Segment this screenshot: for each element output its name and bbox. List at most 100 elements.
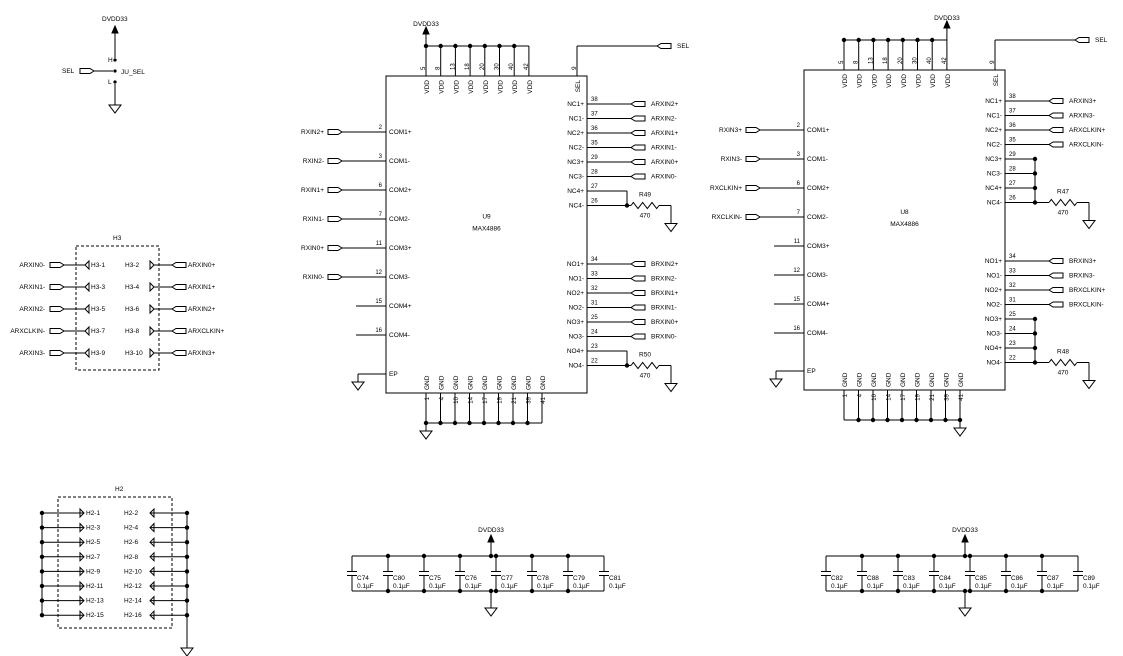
pin-number: 11 bbox=[794, 239, 801, 245]
offpage-connector-icon bbox=[630, 130, 646, 136]
pin-name: VDD bbox=[483, 80, 490, 94]
net-label: RXIN3+ bbox=[719, 127, 742, 134]
pin-name: SEL bbox=[993, 74, 1000, 87]
net-label: ARXIN2- bbox=[19, 306, 45, 313]
junction-dot bbox=[438, 420, 443, 426]
net-label: RXIN2+ bbox=[301, 129, 324, 136]
cap-value-label: 0.1µF bbox=[867, 583, 884, 590]
pin-number: 38 bbox=[1009, 94, 1016, 100]
cap-ref-label: C78 bbox=[537, 575, 549, 582]
jumper-ref-label: JU_SEL bbox=[121, 69, 145, 76]
pin-name: GND bbox=[540, 375, 547, 390]
pin-number: 23 bbox=[1009, 341, 1016, 347]
pin-name: VDD bbox=[468, 80, 475, 94]
pin-number: 21 bbox=[512, 396, 518, 403]
junction-dot bbox=[467, 420, 472, 426]
offpage-connector-icon bbox=[171, 306, 187, 312]
junction-dot bbox=[184, 525, 190, 530]
pin-name: GND bbox=[929, 372, 936, 387]
pin-number: 13 bbox=[868, 57, 874, 64]
resistor-icon bbox=[1048, 358, 1078, 367]
resistor-icon bbox=[630, 201, 660, 210]
junction-dot bbox=[438, 43, 443, 49]
offpage-connector-icon bbox=[327, 187, 343, 193]
pin-name: VDD bbox=[871, 74, 878, 88]
pin-number: 22 bbox=[591, 359, 598, 365]
pin-number: 10 bbox=[872, 393, 878, 400]
pin-label: H2-9 bbox=[86, 568, 100, 575]
pin-name: COM3- bbox=[389, 274, 410, 281]
pin-number: 4 bbox=[858, 393, 864, 397]
junction-dot bbox=[184, 540, 190, 545]
pin-number: 7 bbox=[797, 210, 801, 216]
net-label: BRXIN3+ bbox=[1069, 258, 1096, 265]
pin-name: GND bbox=[526, 375, 533, 390]
header-pin-icon bbox=[79, 595, 85, 606]
power-arrow-icon bbox=[487, 533, 495, 543]
pin-label: H3-7 bbox=[91, 328, 105, 335]
resistor-ref-label: R49 bbox=[639, 192, 651, 199]
pin-label: H2-12 bbox=[124, 583, 142, 590]
cap-ref-label: C76 bbox=[465, 575, 477, 582]
header-pin-icon bbox=[149, 347, 155, 359]
net-label: RXIN3- bbox=[721, 156, 742, 163]
ground-icon bbox=[664, 383, 678, 393]
junction-dot bbox=[856, 417, 861, 423]
pin-name: NC3- bbox=[569, 174, 584, 181]
cap-value-label: 0.1µF bbox=[975, 583, 992, 590]
offpage-connector-icon bbox=[630, 275, 646, 282]
pin-label: H2-11 bbox=[86, 583, 104, 590]
pin-name: VDD bbox=[527, 80, 534, 94]
offpage-connector-icon bbox=[1048, 127, 1064, 133]
junction-dot bbox=[1039, 553, 1045, 559]
junction-dot bbox=[497, 43, 502, 49]
pin-number: 27 bbox=[1009, 181, 1016, 187]
resistor-icon bbox=[1048, 198, 1078, 207]
pin-name: NC3- bbox=[987, 171, 1002, 178]
power-arrow-icon bbox=[961, 533, 969, 543]
pin-name: GND bbox=[497, 375, 504, 390]
pin-number: 6 bbox=[797, 181, 801, 187]
junction-dot bbox=[39, 540, 45, 545]
junction-dot bbox=[488, 588, 494, 594]
power-net-label: DVDD33 bbox=[413, 21, 439, 28]
pin-label: H2-8 bbox=[124, 554, 138, 561]
junction-dot bbox=[1032, 171, 1038, 176]
pin-name: NC1+ bbox=[567, 101, 584, 108]
cap-ref-label: C77 bbox=[501, 575, 513, 582]
offpage-connector-icon bbox=[630, 261, 646, 267]
junction-dot bbox=[421, 553, 427, 559]
junction-dot bbox=[184, 569, 190, 574]
pin-number: 35 bbox=[1009, 138, 1016, 144]
junction-dot bbox=[931, 588, 937, 594]
offpage-connector-icon bbox=[656, 43, 672, 49]
junction-dot bbox=[467, 43, 473, 49]
offpage-connector-icon bbox=[745, 127, 761, 133]
offpage-connector-icon bbox=[1048, 301, 1064, 308]
junction-dot bbox=[565, 553, 571, 559]
pin-number: 35 bbox=[591, 141, 598, 147]
pin-number: 18 bbox=[883, 57, 889, 64]
net-label: BRXIN1+ bbox=[651, 290, 678, 297]
net-label: RXCLKIN- bbox=[712, 214, 742, 221]
pin-number: 41 bbox=[541, 396, 547, 403]
junction-dot bbox=[885, 37, 891, 43]
offpage-connector-icon bbox=[49, 284, 65, 290]
pin-number: 3 bbox=[379, 154, 383, 160]
offpage-connector-icon bbox=[79, 68, 95, 74]
junction-dot bbox=[928, 417, 934, 423]
junction-dot bbox=[184, 510, 190, 516]
pin-number: 36 bbox=[1009, 123, 1016, 129]
junction-dot bbox=[453, 43, 458, 49]
header-pin-icon bbox=[79, 566, 85, 577]
net-label: RXIN1- bbox=[303, 216, 324, 223]
pin-number: 32 bbox=[1009, 283, 1016, 289]
pin-number: 30 bbox=[495, 63, 501, 70]
pin-number: 24 bbox=[591, 330, 598, 336]
pin-label: H2-15 bbox=[86, 612, 104, 619]
pin-label: H2-3 bbox=[86, 525, 100, 532]
net-label: SEL bbox=[1095, 37, 1108, 44]
header-pin-icon bbox=[84, 325, 90, 337]
offpage-connector-icon bbox=[171, 284, 187, 290]
